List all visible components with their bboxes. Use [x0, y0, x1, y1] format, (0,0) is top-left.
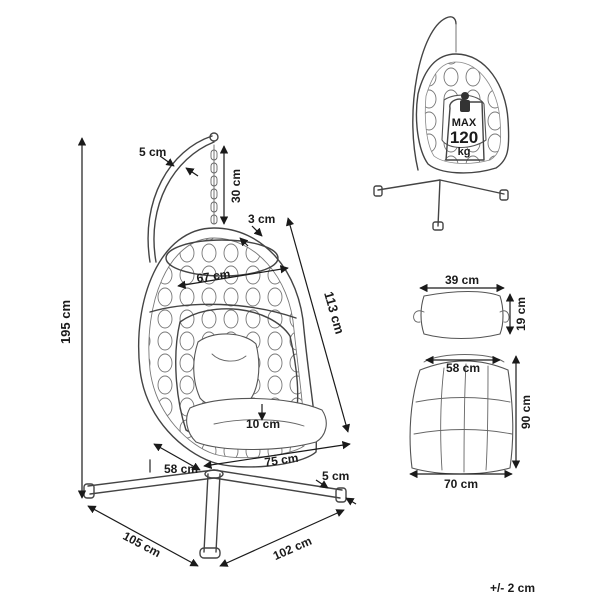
base-105-line — [87, 505, 199, 567]
person-icon — [461, 92, 469, 100]
main-chair-drawing — [83, 132, 347, 559]
label-depth-75: 75 cm — [264, 451, 300, 470]
hook-5-arrow-a — [159, 155, 175, 167]
main-dimension-lines — [77, 137, 357, 567]
max-load-badge — [445, 98, 485, 161]
base-leg-front — [203, 473, 221, 553]
foot-5-arrow-b — [345, 497, 357, 506]
max-unit: kg — [458, 146, 471, 158]
small-stand-pole — [412, 16, 457, 171]
tolerance-note: +/- 2 cm — [490, 581, 535, 595]
foot-front — [199, 547, 221, 559]
label-height-113: 113 cm — [321, 290, 347, 336]
foot-right — [335, 487, 347, 503]
label-foot-5: 5 cm — [322, 469, 349, 483]
base-102-line — [219, 509, 345, 567]
label-width-67: 67 cm — [196, 267, 232, 286]
label-cushion-90: 90 cm — [519, 395, 533, 429]
rim-3-arrow-b — [239, 237, 249, 247]
label-pillow-39: 39 cm — [445, 273, 479, 287]
seat-cushion-rows — [413, 397, 513, 435]
small-foot-right — [499, 189, 509, 201]
stand-pole — [147, 135, 213, 263]
small-base-back — [377, 179, 505, 195]
width-67-line — [177, 265, 289, 289]
max-label: MAX — [452, 117, 477, 129]
pillow-shape — [420, 291, 504, 339]
max-value: 120 — [450, 128, 478, 147]
small-base-front — [437, 179, 441, 227]
basket-band — [149, 303, 297, 319]
label-pillow-19: 19 cm — [514, 297, 528, 331]
base-hub — [204, 469, 224, 479]
back-cushion — [193, 333, 260, 408]
seat-cushion-columns — [440, 363, 489, 473]
label-depth-58: 58 cm — [164, 462, 198, 476]
label-hook-5: 5 cm — [139, 145, 166, 159]
foot-5-arrow-a — [315, 479, 329, 489]
small-cushion — [441, 94, 487, 149]
depth-75-line — [203, 440, 351, 470]
small-egg-basket — [415, 53, 510, 174]
label-cushion-70: 70 cm — [444, 477, 478, 491]
label-rim-3: 3 cm — [248, 212, 275, 226]
chain — [210, 144, 218, 225]
label-chain-30: 30 cm — [229, 169, 243, 203]
height-113-line — [285, 217, 351, 433]
hook-5-arrow-b — [185, 167, 199, 177]
seat-cushion-shape — [409, 360, 514, 475]
back-cushion-tuft — [211, 353, 247, 362]
pole-hook — [209, 132, 219, 142]
label-base-105: 105 cm — [121, 529, 164, 560]
base-leg-back — [87, 469, 343, 491]
label-height-195: 195 cm — [58, 300, 73, 344]
label-seat-10: 10 cm — [246, 417, 280, 431]
person-icon-body — [460, 100, 470, 112]
small-foot-left — [373, 185, 383, 197]
small-foot-front — [432, 221, 444, 231]
stand-pole-inner — [153, 141, 215, 263]
small-chair-drawing — [373, 16, 510, 231]
label-cushion-58: 58 cm — [446, 361, 480, 375]
depth-58-line — [153, 443, 201, 471]
pillow-drawing — [413, 291, 510, 339]
label-base-102: 102 cm — [271, 534, 314, 563]
rim-3-arrow-a — [251, 225, 263, 237]
